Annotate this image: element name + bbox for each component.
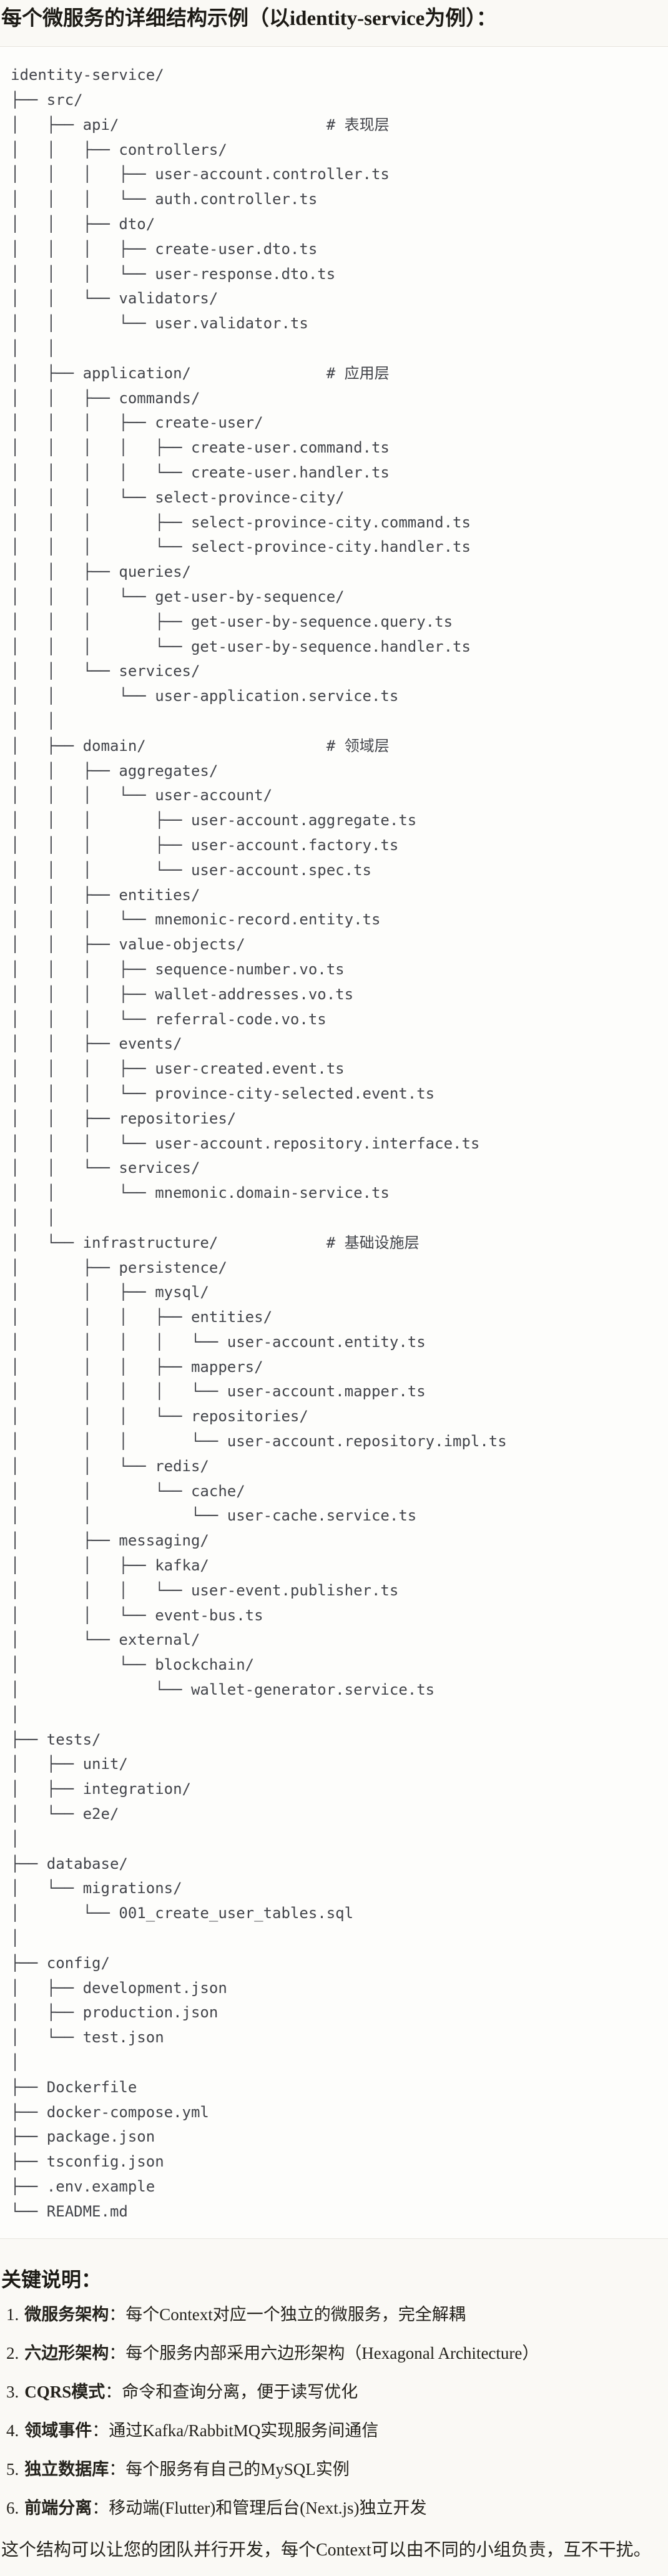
note-item-marker: 4. (6, 2421, 19, 2440)
note-item-label: 六边形架构 (24, 2343, 109, 2363)
note-item-label: 微服务架构 (24, 2304, 109, 2324)
note-item-text: ：每个服务有自己的MySQL实例 (109, 2459, 350, 2479)
note-item-text: ：通过Kafka/RabbitMQ实现服务间通信 (92, 2421, 379, 2440)
file-tree: identity-service/ ├── src/ │ ├── api/ # … (11, 66, 507, 2220)
note-item-text: ：每个服务内部采用六边形架构（Hexagonal Architecture） (109, 2343, 539, 2363)
note-item: 5.独立数据库：每个服务有自己的MySQL实例 (6, 2458, 667, 2481)
note-item: 4. 领域事件：通过Kafka/RabbitMQ实现服务间通信 (6, 2419, 667, 2442)
closing-paragraph: 这个结构可以让您的团队并行开发，每个Context可以由不同的小组负责，互不干扰… (1, 2540, 651, 2560)
note-item-marker: 2. (6, 2343, 19, 2363)
note-item-marker: 1. (6, 2304, 19, 2324)
note-item: 6. 前端分离：移动端(Flutter)和管理后台(Next.js)独立开发 (6, 2497, 667, 2519)
note-item: 1.微服务架构：每个Context对应一个独立的微服务，完全解耦 (6, 2303, 667, 2326)
file-tree-panel: identity-service/ ├── src/ │ ├── api/ # … (0, 46, 668, 2239)
note-item-text: ：命令和查询分离，便于读写优化 (105, 2382, 358, 2401)
note-item-label: 前端分离 (24, 2498, 92, 2517)
note-item-marker: 5. (6, 2459, 19, 2479)
note-item-label: 独立数据库 (24, 2459, 109, 2479)
note-item: 2.六边形架构：每个服务内部采用六边形架构（Hexagonal Architec… (6, 2342, 667, 2364)
note-item: 3. CQRS模式：命令和查询分离，便于读写优化 (6, 2381, 667, 2403)
note-item-label: 领域事件 (24, 2421, 92, 2440)
note-item-label: CQRS模式 (24, 2382, 106, 2401)
page-title: 每个微服务的详细结构示例（以identity-service为例）： (1, 7, 497, 30)
note-item-marker: 6. (6, 2498, 19, 2517)
key-notes-section: 关键说明： 1.微服务架构：每个Context对应一个独立的微服务，完全解耦 2… (0, 2268, 668, 2574)
note-item-text: ：移动端(Flutter)和管理后台(Next.js)独立开发 (92, 2498, 427, 2517)
key-notes-heading: 关键说明： (1, 2268, 102, 2291)
note-item-text: ：每个Context对应一个独立的微服务，完全解耦 (109, 2304, 466, 2324)
note-item-marker: 3. (6, 2382, 19, 2401)
